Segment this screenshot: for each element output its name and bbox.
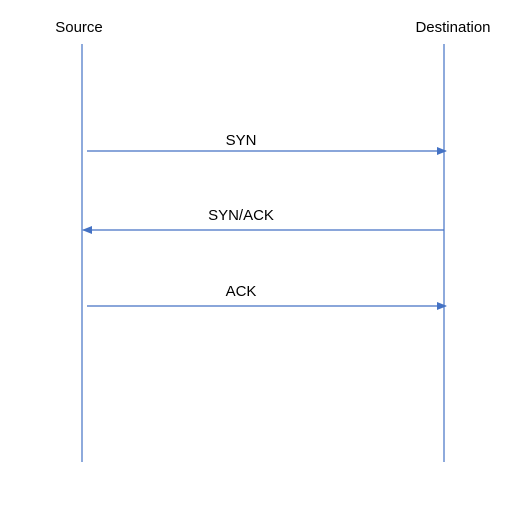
message-label-syn: SYN [226,132,257,149]
message-label-ack: ACK [226,283,257,300]
message-label-syn-ack: SYN/ACK [208,207,274,224]
participant-source-label: Source [55,19,103,36]
participant-destination-label: Destination [415,19,490,36]
